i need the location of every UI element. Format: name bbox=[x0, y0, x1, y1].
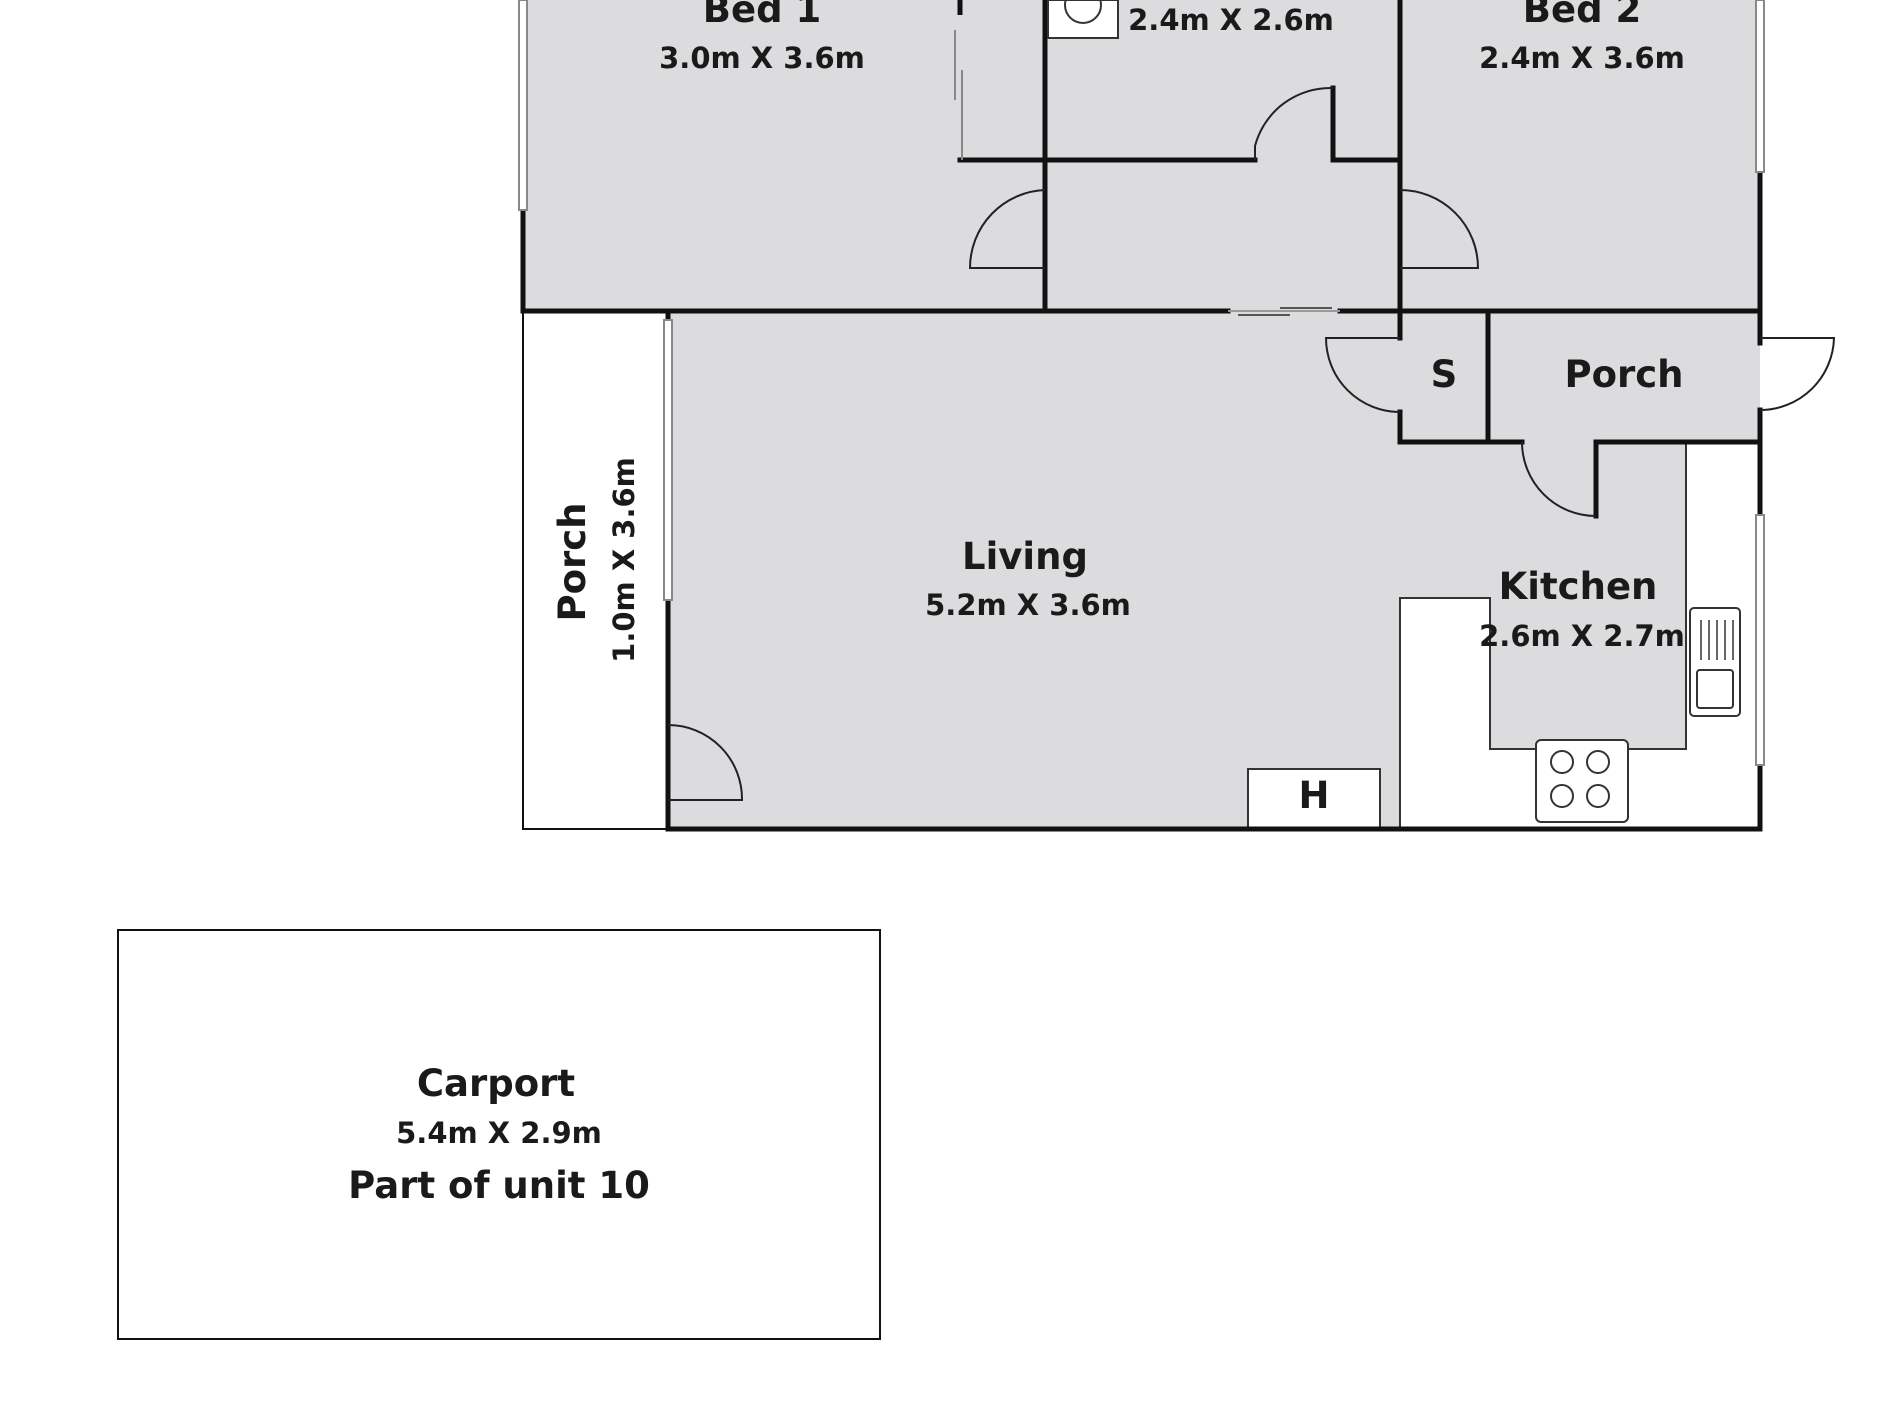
door-swings bbox=[667, 86, 1836, 801]
room-name-porch-back: Porch bbox=[1564, 353, 1683, 396]
heater-unit bbox=[1247, 768, 1381, 830]
room-name-store: S bbox=[1431, 353, 1458, 396]
room-name-bed2: Bed 2 bbox=[1523, 0, 1641, 31]
door-swing-icon bbox=[1254, 86, 1334, 160]
cooktop-icon bbox=[1535, 739, 1629, 823]
sliding-door-icon bbox=[1228, 307, 1340, 316]
door-swing-icon bbox=[1324, 337, 1401, 413]
room-dims-carport: 5.4m X 2.9m bbox=[396, 1116, 602, 1150]
room-dims-porch-side: 1.0m X 3.6m bbox=[607, 457, 641, 663]
wardrobe-doors bbox=[954, 0, 963, 160]
carport-outline bbox=[117, 929, 881, 1340]
room-labels: Bed 1 3.0m X 3.6m 2.4m X 2.6m Bed 2 2.4m… bbox=[348, 0, 1685, 1207]
room-dims-living: 5.2m X 3.6m bbox=[925, 588, 1131, 622]
room-name-living: Living bbox=[962, 535, 1088, 578]
door-swing-icon bbox=[1521, 441, 1597, 517]
upper-floor-fill bbox=[523, 0, 1760, 311]
room-dims-bed2: 2.4m X 3.6m bbox=[1479, 41, 1685, 75]
porch-back-fill bbox=[1488, 311, 1760, 442]
door-swing-icon bbox=[968, 189, 1046, 269]
room-name-porch-side: Porch bbox=[551, 502, 594, 621]
room-fills bbox=[523, 0, 1760, 829]
room-name-bed1: Bed 1 bbox=[703, 0, 821, 31]
room-dims-bath: 2.4m X 2.6m bbox=[1128, 3, 1334, 37]
windows bbox=[518, 0, 1765, 766]
window-icon bbox=[663, 319, 673, 601]
window-icon bbox=[1755, 514, 1765, 766]
side-porch-outline bbox=[522, 311, 668, 830]
laundry-appliance bbox=[1047, 0, 1119, 39]
sink-icon bbox=[1689, 607, 1741, 717]
heater-label: H bbox=[1299, 774, 1330, 817]
window-icon bbox=[518, 0, 528, 211]
door-swing-icon bbox=[667, 724, 744, 801]
room-dims-kitchen: 2.6m X 2.7m bbox=[1479, 619, 1685, 653]
door-swing-icon bbox=[1399, 189, 1480, 269]
room-dims-bed1: 3.0m X 3.6m bbox=[659, 41, 865, 75]
door-swing-icon bbox=[1759, 337, 1836, 411]
window-icon bbox=[1755, 0, 1765, 173]
store-fill bbox=[1400, 311, 1488, 442]
room-name-carport: Carport bbox=[417, 1062, 575, 1105]
carport-note: Part of unit 10 bbox=[348, 1164, 650, 1207]
room-name-kitchen: Kitchen bbox=[1499, 565, 1658, 608]
